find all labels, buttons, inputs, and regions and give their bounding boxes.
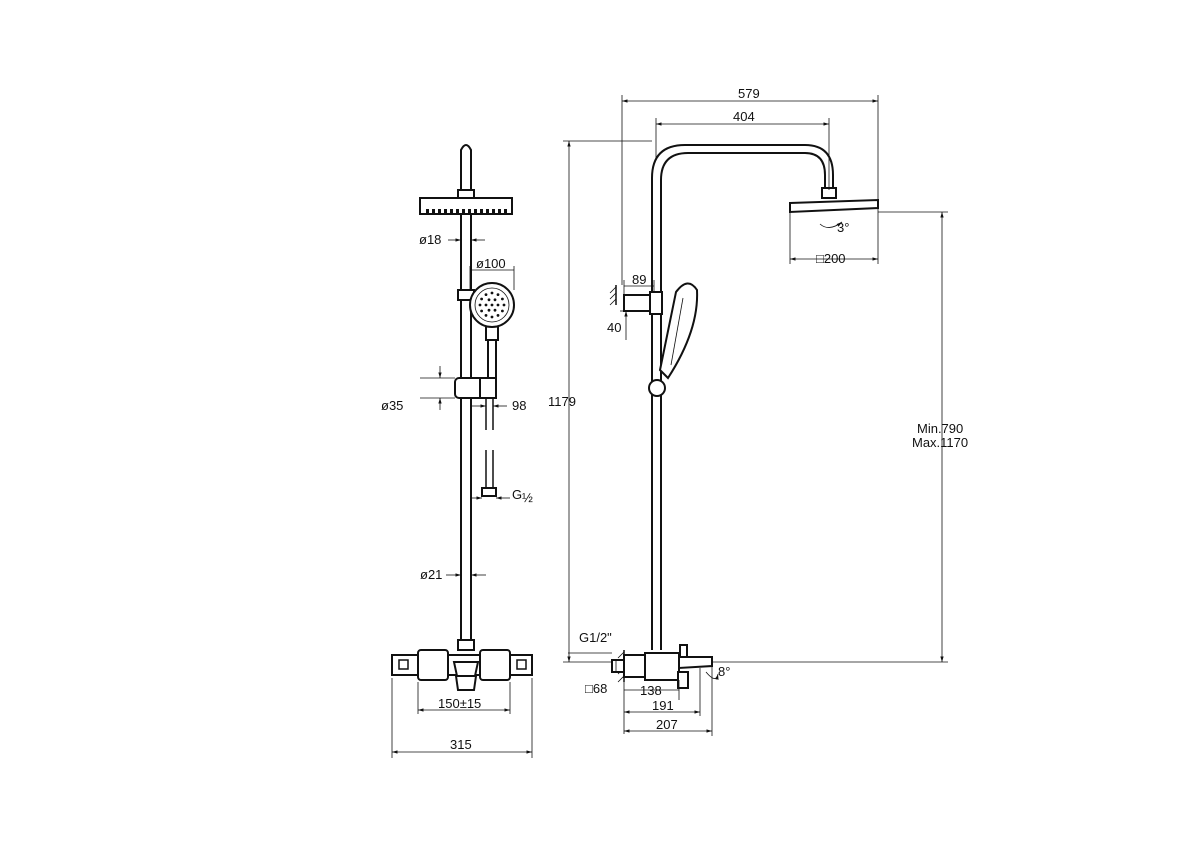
dim-reach-label: 579: [738, 86, 760, 101]
hand-nozzle: [484, 293, 488, 296]
wall-holder-side: [623, 291, 663, 315]
dim-head-size: □200: [789, 208, 879, 266]
hand-nozzle: [493, 308, 497, 312]
top-connector: [457, 144, 475, 199]
head-nozzle: [474, 209, 477, 214]
dim-d35: ø35: [381, 366, 455, 413]
dim-width: 315: [391, 678, 533, 758]
dim-width-label: 315: [450, 737, 472, 752]
head-nozzle: [504, 209, 507, 214]
mixer-body-front: [391, 649, 533, 691]
hand-nozzle: [493, 298, 497, 302]
head-nozzle: [498, 209, 501, 214]
hand-nozzle: [490, 291, 494, 295]
shower-arm-side: [651, 144, 834, 650]
head-nozzle: [450, 209, 453, 214]
slide-holder-front: [454, 377, 497, 430]
front-view: ø18 ø100 ø35 98 G ½: [381, 144, 533, 758]
dim-spout-tilt-label: 8°: [718, 664, 730, 679]
dim-d21-label: ø21: [420, 567, 442, 582]
hand-nozzle: [496, 314, 500, 317]
dim-head-tilt-label: 3°: [837, 220, 849, 235]
dim-d35-label: ø35: [381, 398, 403, 413]
dim-depth-138: 138: [623, 680, 680, 734]
dim-holder-offset: 89: [623, 272, 655, 295]
head-nozzle: [426, 209, 429, 214]
dim-depth-138-label: 138: [640, 683, 662, 698]
dim-wall-square: □68: [585, 660, 617, 696]
side-view: 579 404 1179 3° □200 89: [548, 86, 968, 736]
dim-arm-label: 404: [733, 109, 755, 124]
head-nozzle: [468, 209, 471, 214]
hose-connector: [481, 450, 497, 497]
dim-depth-191: 191: [624, 668, 701, 716]
head-shower-side: [789, 187, 879, 228]
hand-nozzle: [490, 303, 494, 307]
head-nozzle: [432, 209, 435, 214]
dim-holder-offset-label: 89: [632, 272, 646, 287]
hand-nozzle: [496, 303, 500, 307]
dim-centers-label: 150±15: [438, 696, 481, 711]
hand-nozzle: [501, 309, 504, 313]
hand-nozzle: [484, 303, 488, 307]
hand-nozzle: [487, 308, 491, 312]
head-shower-front: [419, 197, 513, 215]
mixer-body-side: [611, 644, 719, 689]
wall-hatch-upper: [609, 285, 617, 306]
dim-d18: ø18: [419, 232, 485, 247]
dim-holder-height: 40: [607, 310, 630, 340]
head-nozzle: [462, 209, 465, 214]
dim-centers: 150±15: [417, 682, 511, 714]
dim-thread-g: G: [512, 487, 522, 502]
dim-head-size-label: □200: [816, 251, 846, 266]
riser-pipe-front: [460, 214, 472, 650]
dim-depth-207: 207: [624, 666, 713, 736]
hand-nozzle: [487, 298, 491, 302]
dim-depth-207-label: 207: [656, 717, 678, 732]
head-nozzle: [480, 209, 483, 214]
dim-arm: 404: [655, 109, 830, 190]
dim-wall-square-label: □68: [585, 681, 607, 696]
head-nozzle: [486, 209, 489, 214]
dim-height-label: 1179: [548, 394, 576, 409]
dim-d18-label: ø18: [419, 232, 441, 247]
hand-nozzle: [501, 297, 504, 301]
head-nozzle: [492, 209, 495, 214]
dim-depth-191-label: 191: [652, 698, 674, 713]
dim-thread: G ½: [470, 487, 533, 505]
dim-inlet-label: G1/2": [579, 630, 612, 645]
head-nozzle: [456, 209, 459, 214]
hand-shower-side: [658, 282, 699, 380]
dim-height: 1179: [548, 140, 652, 663]
slide-holder-side: [648, 379, 666, 397]
hand-nozzle: [480, 309, 483, 313]
dim-range-min: Min.790: [917, 421, 963, 436]
dim-inlet: G1/2": [568, 630, 612, 654]
dim-head-tilt: 3°: [837, 220, 849, 235]
dim-d21: ø21: [420, 567, 486, 582]
dim-range-max: Max.1170: [912, 435, 968, 450]
dim-thread-frac: ½: [522, 490, 533, 505]
hand-nozzle: [480, 297, 483, 301]
lower-collar: [457, 639, 475, 651]
dim-d100: ø100: [469, 256, 515, 290]
dim-holder-height-label: 40: [607, 320, 621, 335]
hand-nozzle: [478, 303, 482, 307]
head-nozzle: [438, 209, 441, 214]
hand-nozzle: [502, 303, 506, 307]
head-nozzle: [444, 209, 447, 214]
hand-nozzle: [490, 315, 494, 319]
dim-w98-label: 98: [512, 398, 526, 413]
hand-shower-front: [469, 282, 515, 378]
hand-nozzle: [484, 314, 488, 317]
dim-d100-label: ø100: [476, 256, 506, 271]
dim-w98: 98: [472, 398, 526, 413]
dim-spout-tilt: 8°: [718, 664, 730, 679]
dim-range: Min.790 Max.1170: [712, 211, 968, 663]
hand-nozzle: [496, 293, 500, 296]
dim-reach: 579: [621, 86, 879, 285]
